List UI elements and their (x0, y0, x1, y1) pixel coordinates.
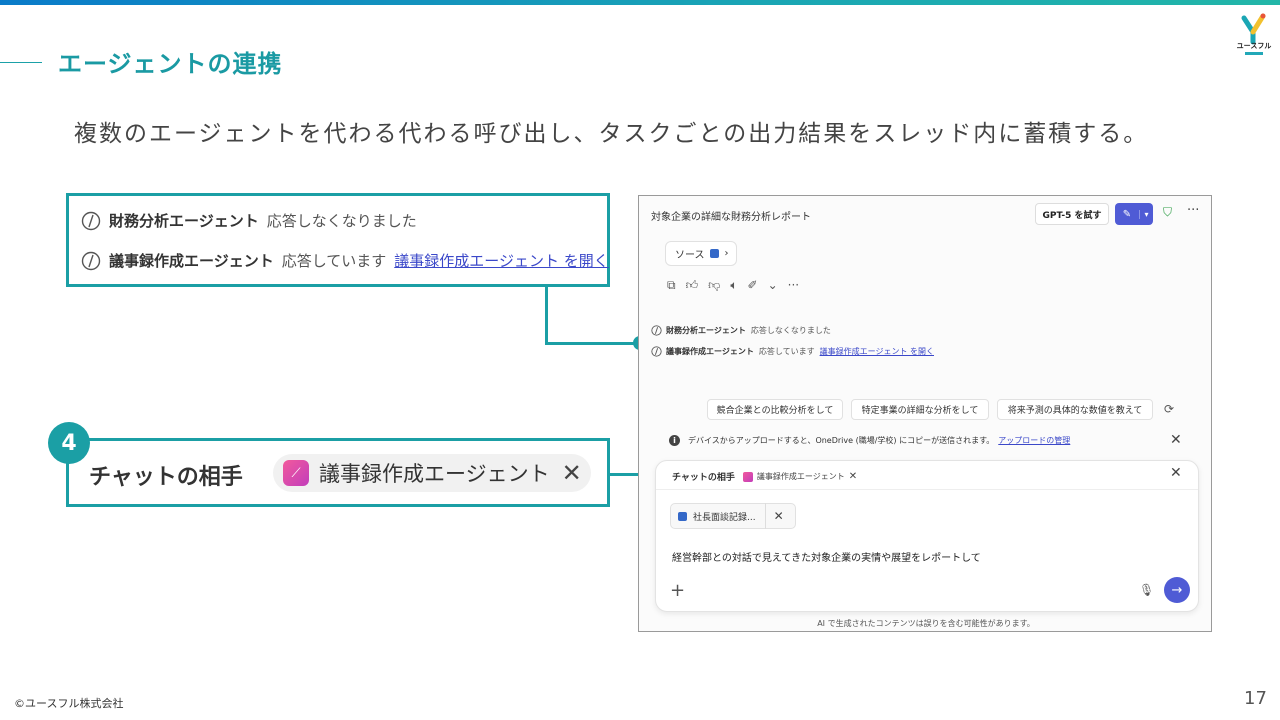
open-agent-link[interactable]: 議事録作成エージェント を開く (394, 252, 609, 270)
microphone-icon[interactable]: 🎙︎ (1139, 583, 1155, 597)
agent-icon (81, 211, 101, 230)
manage-upload-link[interactable]: アップロードの管理 (998, 436, 1071, 445)
chat-partner-chip[interactable]: ⟋ 議事録作成エージェント ✕ (273, 454, 591, 492)
ai-disclaimer: AI で生成されたコンテンツは誤りを含む可能性があります。 (817, 619, 1035, 628)
suggestion-button[interactable]: 将来予測の具体的な数値を教えて (997, 399, 1153, 420)
chat-partner-name: 議事録作成エージェント (319, 462, 550, 486)
close-icon[interactable]: ✕ (1170, 465, 1182, 481)
source-button[interactable]: ソース › (665, 241, 737, 266)
speaker-icon[interactable]: 🔈︎ (730, 278, 738, 292)
suggestion-button[interactable]: 競合企業との比較分析をして (707, 399, 843, 420)
chat-partner-bar: チャットの相手 議事録作成エージェント ✕ (672, 470, 857, 483)
more-icon[interactable]: ··· (787, 278, 800, 292)
close-icon[interactable]: ✕ (848, 471, 858, 482)
agent-name: 議事録作成エージェント (109, 252, 274, 270)
agent-name: 財務分析エージェント (666, 326, 746, 335)
agent-status-callout: 財務分析エージェント 応答しなくなりました 議事録作成エージェント 応答していま… (66, 193, 610, 287)
message-toolbar: ⧉ 👍︎ 👎︎ 🔈︎ ✐ ⌄ ··· (667, 278, 799, 293)
chat-partner-label: チャットの相手 (672, 473, 735, 483)
logo-text: ユースフル (1236, 42, 1272, 50)
upload-info-banner: i デバイスからアップロードすると、OneDrive (職場/学校) にコピーが… (669, 435, 1070, 446)
upload-info-text: デバイスからアップロードすると、OneDrive (職場/学校) にコピーが送信… (688, 436, 995, 445)
agent-icon (651, 346, 662, 357)
divider (656, 489, 1198, 490)
try-gpt5-button[interactable]: GPT-5 を試す (1035, 203, 1109, 225)
slide-title: エージェントの連携 (58, 50, 283, 78)
chat-partner-callout: チャットの相手 ⟋ 議事録作成エージェント ✕ (66, 438, 610, 507)
send-button[interactable]: → (1164, 577, 1190, 603)
chat-partner-label: チャットの相手 (89, 465, 243, 490)
attached-file-chip[interactable]: 社長面談記録... ✕ (670, 503, 796, 529)
edit-icon[interactable]: ✐ (747, 278, 758, 292)
close-icon[interactable]: ✕ (773, 509, 784, 523)
prompt-input[interactable]: 経営幹部との対話で見えてきた対象企業の実情や展望をレポートして (672, 553, 981, 564)
edit-icon: ✎ (1122, 208, 1132, 220)
suggestion-button[interactable]: 特定事業の詳細な分析をして (851, 399, 989, 420)
divider (764, 503, 766, 529)
agent-status-row: 議事録作成エージェント 応答しています 議事録作成エージェント を開く (651, 346, 934, 357)
logo-icon (1241, 13, 1266, 45)
chevron-right-icon: › (724, 248, 729, 259)
agent-app-icon (742, 471, 753, 482)
connector-line (545, 287, 548, 345)
add-icon[interactable]: + (670, 580, 686, 601)
source-label: ソース (675, 250, 705, 261)
agent-name: 財務分析エージェント (109, 212, 259, 230)
page-number: 17 (1244, 688, 1267, 709)
copyright: ©ユースフル株式会社 (14, 697, 124, 710)
agent-status: 応答しなくなりました (266, 212, 417, 230)
step-badge: 4 (48, 422, 90, 464)
agent-icon (651, 325, 662, 336)
agent-name: 議事録作成エージェント (666, 347, 754, 356)
copy-icon[interactable]: ⧉ (667, 278, 676, 292)
connector-line (545, 342, 641, 345)
agent-app-icon: ⟋ (283, 460, 309, 486)
file-icon (678, 511, 687, 521)
agent-status: 応答しなくなりました (750, 326, 831, 335)
agent-status: 応答しています (281, 252, 387, 270)
compose-box: チャットの相手 議事録作成エージェント ✕ ✕ 社長面談記録... ✕ 経営幹部… (655, 460, 1199, 612)
agent-status: 応答しています (758, 347, 815, 356)
connector-line (610, 473, 648, 476)
close-icon[interactable]: ✕ (1170, 432, 1182, 448)
open-agent-link[interactable]: 議事録作成エージェント を開く (819, 347, 934, 356)
window-title: 対象企業の詳細な財務分析レポート (651, 212, 811, 223)
more-icon[interactable]: ··· (1187, 203, 1200, 218)
chat-partner-name: 議事録作成エージェント (756, 472, 845, 481)
agent-icon (81, 251, 101, 270)
chevron-down-icon[interactable]: ▾ (1139, 209, 1153, 219)
title-rule (0, 62, 42, 63)
file-icon (709, 249, 719, 258)
thumbs-up-icon[interactable]: 👍︎ (685, 278, 699, 292)
new-chat-button[interactable]: ✎ ▾ (1115, 203, 1153, 225)
logo-underline (1245, 52, 1263, 55)
top-accent-bar (0, 0, 1280, 5)
refresh-suggestions-icon[interactable]: ⟳ (1164, 402, 1175, 416)
agent-status-row: 議事録作成エージェント 応答しています 議事録作成エージェント を開く (81, 250, 609, 271)
chevron-down-icon[interactable]: ⌄ (767, 278, 778, 292)
shield-icon[interactable]: ⛉ (1163, 205, 1173, 219)
close-icon[interactable]: ✕ (561, 459, 582, 487)
info-icon: i (669, 435, 680, 446)
slide-subtitle: 複数のエージェントを代わる代わる呼び出し、タスクごとの出力結果をスレッド内に蓄積… (74, 121, 1149, 147)
agent-status-row: 財務分析エージェント 応答しなくなりました (651, 325, 836, 336)
agent-status-row: 財務分析エージェント 応答しなくなりました (81, 210, 425, 231)
copilot-screenshot: 対象企業の詳細な財務分析レポート GPT-5 を試す ✎ ▾ ⛉ ··· ソース… (638, 195, 1212, 632)
thumbs-down-icon[interactable]: 👎︎ (708, 278, 721, 292)
attached-file-name: 社長面談記録... (693, 512, 756, 523)
